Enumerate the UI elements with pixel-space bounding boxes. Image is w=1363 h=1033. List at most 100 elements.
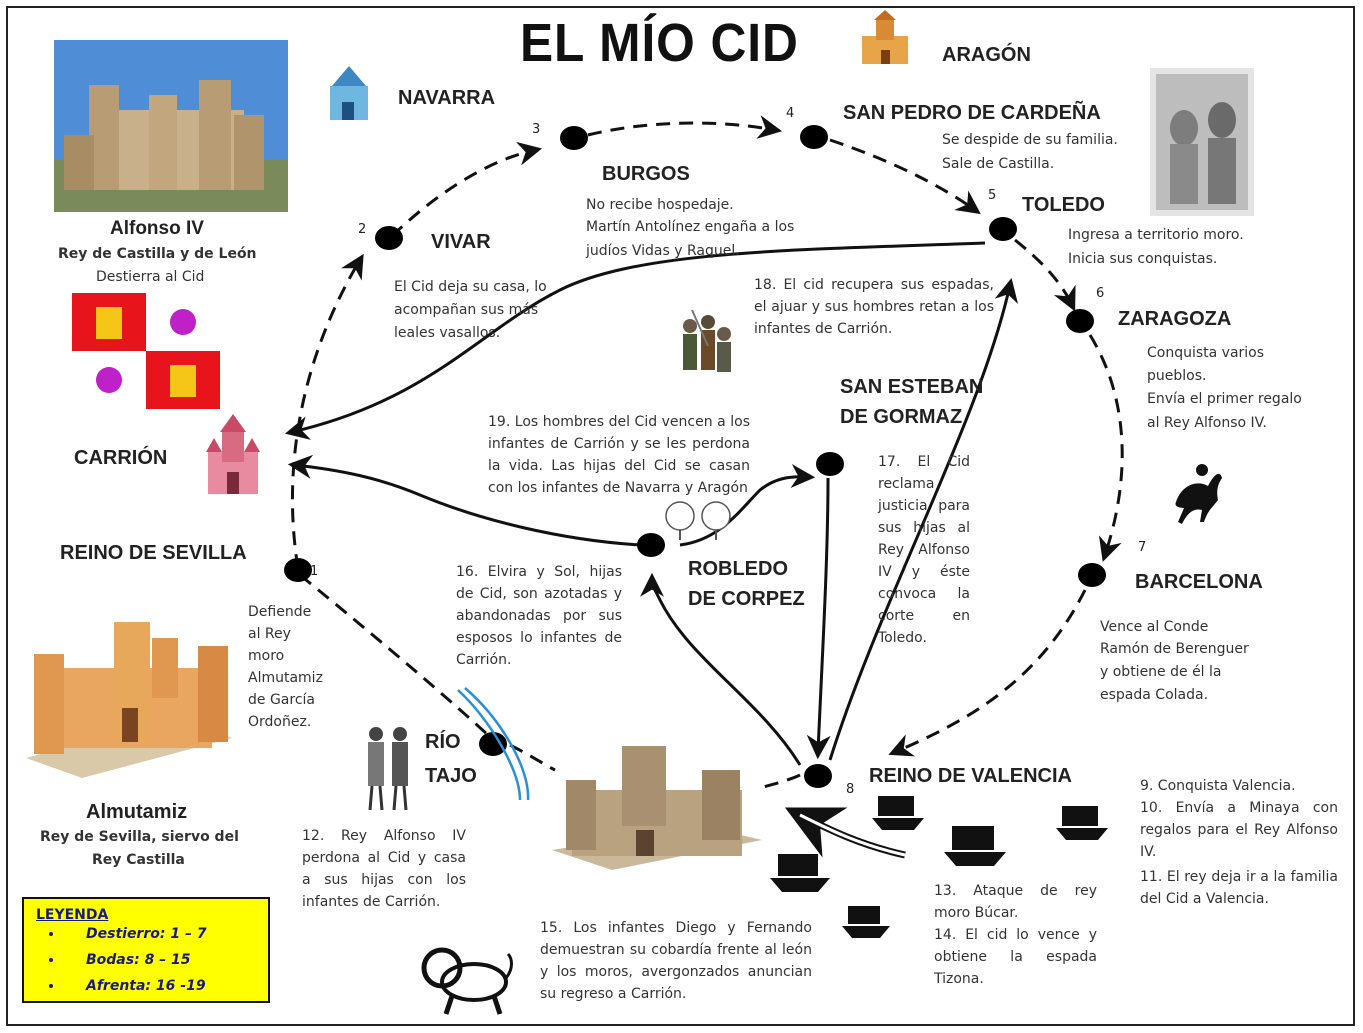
node-4	[800, 125, 828, 149]
sevilla-text-4: Almutamiz	[248, 670, 323, 686]
vivar-text-3: leales vasallos.	[394, 325, 501, 341]
node-robledo	[637, 533, 665, 557]
sevilla-text-1: Defiende	[248, 604, 312, 620]
toledo-text-1: Ingresa a territorio moro.	[1068, 227, 1244, 243]
place-reino-sevilla: REINO DE SEVILLA	[60, 542, 247, 564]
step-19-text: 19. Los hombres del Cid vencen a los inf…	[488, 414, 750, 496]
burgos-text-2: Martín Antolínez engaña a los	[586, 219, 795, 235]
place-navarra: NAVARRA	[398, 87, 496, 109]
river-line-1	[457, 689, 522, 801]
route-rio-castle	[509, 743, 556, 772]
san-pedro-text-2: Sale de Castilla.	[942, 156, 1055, 172]
step-16-text: 16. Elvira y Sol, hijas de Cid, son azot…	[456, 564, 622, 668]
zaragoza-text-2: pueblos.	[1147, 368, 1207, 384]
alfonso-action: Destierra al Cid	[96, 269, 205, 285]
route-6-7	[1088, 334, 1124, 562]
san-pedro-text-1: Se despide de su familia.	[942, 132, 1118, 148]
almutamiz-role-2: Rey Castilla	[92, 852, 185, 868]
node-1	[284, 558, 312, 582]
legend-item: Bodas: 8 – 15	[64, 947, 207, 973]
place-aragon: ARAGÓN	[942, 44, 1031, 66]
lion-icon	[421, 947, 513, 1015]
place-rio-2: TAJO	[425, 765, 477, 787]
place-toledo: TOLEDO	[1022, 194, 1105, 216]
ship-icon	[1056, 806, 1108, 840]
place-carrion: CARRIÓN	[74, 447, 168, 469]
knights-illustration	[368, 727, 408, 811]
valencia-castle-image	[552, 746, 762, 870]
step-number-3: 3	[532, 122, 541, 137]
legend-title: LEYENDA	[36, 907, 109, 923]
sevilla-text-6: Ordoñez.	[248, 714, 312, 730]
step-number-7: 7	[1138, 540, 1147, 555]
node-san-esteban	[816, 452, 844, 476]
soldiers-illustration	[683, 309, 731, 372]
legend-item: Destierro: 1 – 7	[64, 921, 207, 947]
place-san-pedro: SAN PEDRO DE CARDEÑA	[843, 102, 1101, 124]
step-number-8: 8	[846, 782, 855, 797]
ship-icon	[944, 826, 1006, 866]
almutamiz-role-1: Rey de Sevilla, siervo del	[40, 829, 239, 845]
step-number-4: 4	[786, 106, 795, 121]
arrow-robledo-carrion	[287, 454, 641, 547]
step-number-6: 6	[1096, 286, 1105, 301]
navarra-castle-icon	[330, 66, 368, 120]
node-3	[560, 126, 588, 150]
place-vivar: VIVAR	[431, 231, 491, 253]
alfonso-role: Rey de Castilla y de León	[58, 246, 257, 262]
route-7-8	[888, 589, 1087, 757]
river-line-2	[464, 687, 530, 801]
place-rio-1: RÍO	[425, 731, 461, 753]
legend-item: Afrenta: 16 -19	[64, 973, 207, 999]
zaragoza-text-3: Envía el primer regalo	[1147, 391, 1302, 407]
barcelona-text-1: Vence al Conde	[1100, 619, 1209, 635]
alfonso-name: Alfonso IV	[110, 218, 204, 239]
page-title: EL MÍO CID	[520, 13, 799, 73]
toledo-text-2: Inicia sus conquistas.	[1068, 251, 1218, 267]
ship-icon	[842, 906, 890, 938]
step-11-text: 11. El rey deja ir a la familia del Cid …	[1140, 869, 1338, 907]
place-reino-valencia: REINO DE VALENCIA	[869, 765, 1072, 787]
route-4-5	[829, 138, 981, 215]
node-rio	[479, 732, 507, 756]
arrow-valencia-robledo	[640, 572, 802, 766]
node-8	[804, 764, 832, 788]
step-12-text: 12. Rey Alfonso IV perdona al Cid y casa…	[302, 828, 466, 910]
route-8-castle	[759, 773, 801, 790]
burgos-text-1: No recibe hospedaje.	[586, 197, 734, 213]
arrow-toledo-carrion	[284, 241, 986, 440]
alfonso-castle-image	[54, 40, 288, 212]
arrow-sanesteban-valencia	[806, 477, 831, 760]
legend-box: LEYENDA Destierro: 1 – 7 Bodas: 8 – 15 A…	[22, 897, 270, 1003]
ship-icon	[872, 796, 924, 830]
step-number-2: 2	[358, 222, 367, 237]
step-number-1: 1	[310, 564, 319, 579]
horse-rider-icon	[1175, 464, 1222, 524]
place-burgos: BURGOS	[602, 163, 690, 185]
node-7	[1078, 563, 1106, 587]
place-barcelona: BARCELONA	[1135, 571, 1263, 593]
carrion-castle-icon	[206, 414, 260, 494]
zaragoza-text-1: Conquista varios	[1147, 345, 1265, 361]
vivar-text-1: El Cid deja su casa, lo	[394, 279, 547, 295]
place-robledo-2: DE CORPEZ	[688, 588, 805, 610]
vivar-text-2: acompañan sus más	[394, 302, 539, 318]
sevilla-text-3: moro	[248, 648, 285, 664]
sevilla-castle-image	[26, 622, 232, 778]
burgos-text-3: judíos Vidas y Raquel.	[586, 243, 740, 259]
arrow-robledo-sanesteban	[679, 464, 816, 547]
farewell-illustration	[1150, 68, 1254, 216]
step-number-5: 5	[988, 188, 997, 203]
step-15-text: 15. Los infantes Diego y Fernando demues…	[540, 920, 812, 1002]
trees-icon	[665, 501, 731, 540]
arrow-valencia-toledo	[828, 277, 1019, 761]
legend-list: Destierro: 1 – 7 Bodas: 8 – 15 Afrenta: …	[64, 921, 207, 999]
place-zaragoza: ZARAGOZA	[1118, 308, 1232, 330]
route-3-4	[587, 115, 783, 139]
route-2-3	[390, 141, 543, 238]
barcelona-text-4: espada Colada.	[1100, 687, 1209, 703]
sevilla-text-2: al Rey	[248, 626, 291, 642]
diagram-frame	[6, 6, 1355, 1026]
node-6	[1066, 309, 1094, 333]
node-5	[989, 217, 1017, 241]
